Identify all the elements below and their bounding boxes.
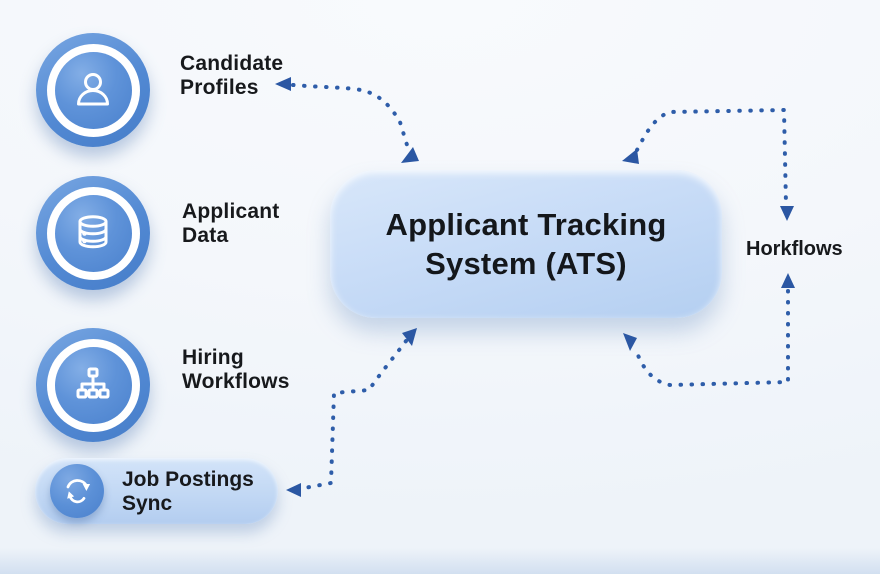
hiring-workflows-badge <box>36 328 150 442</box>
candidate-profiles-badge <box>36 33 150 147</box>
badge-ring <box>46 338 140 432</box>
badge-ring <box>46 186 140 280</box>
badge-ring <box>46 43 140 137</box>
arrow-candidate-profiles <box>291 83 409 147</box>
arrowhead <box>781 273 795 288</box>
user-icon <box>54 51 132 129</box>
ats-center-box: Applicant Tracking System (ATS) <box>330 170 722 318</box>
sitemap-icon <box>54 346 132 424</box>
arrowhead <box>780 206 794 221</box>
database-icon <box>54 194 132 272</box>
ats-title-line2: System (ATS) <box>425 246 627 281</box>
hiring-workflows-label: Hiring Workflows <box>182 346 290 393</box>
arrowhead <box>401 147 419 163</box>
job-postings-sync-label: Job Postings Sync <box>122 468 254 515</box>
sync-icon <box>50 464 104 518</box>
arrowhead <box>622 149 639 164</box>
workflows-right-label: Horkflows <box>746 238 843 260</box>
applicant-data-label: Applicant Data <box>182 200 280 247</box>
arrowhead <box>402 328 417 346</box>
applicant-data-badge <box>36 176 150 290</box>
arrowhead <box>286 483 301 497</box>
arrowhead <box>623 333 637 351</box>
candidate-profiles-label: Candidate Profiles <box>180 52 284 99</box>
job-postings-sync-pill: Job Postings Sync <box>35 458 278 524</box>
ats-title-line1: Applicant Tracking <box>385 207 667 242</box>
arrow-job-postings <box>297 339 408 491</box>
